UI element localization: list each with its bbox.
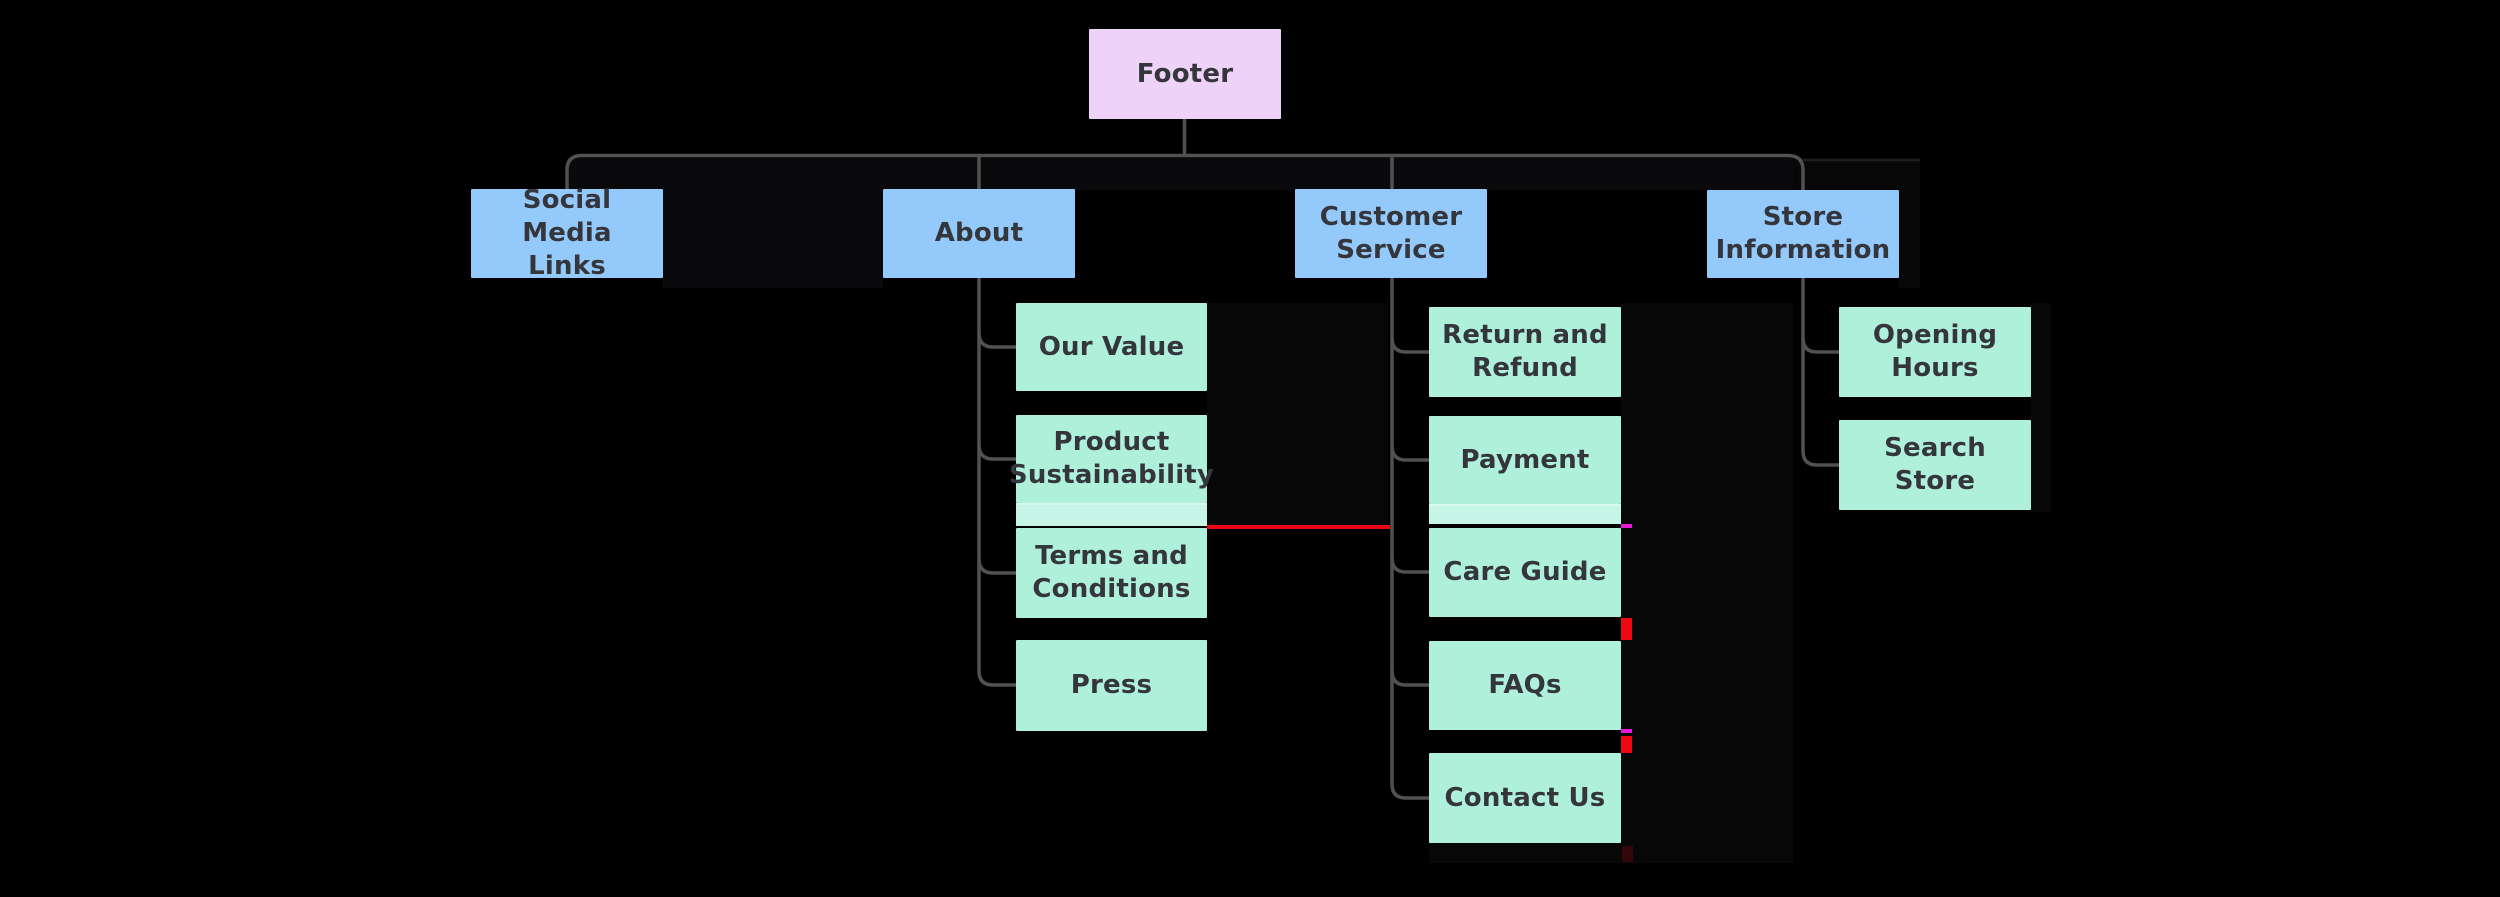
node-terms-and-conditions[interactable]: Terms and Conditions [1016,528,1207,618]
ghost-panel-trunk-band [567,158,1793,190]
node-store-information[interactable]: Store Information [1707,190,1899,278]
node-product-sustainability-substrip [1016,503,1207,526]
ghost-panel-below-contact [1429,843,1793,863]
magenta-tick-1 [1621,524,1632,528]
node-search-store[interactable]: Search Store [1839,420,2031,510]
ghost-panel-store-node-right [1898,190,1920,288]
node-product-sustainability[interactable]: Product Sustainability [1009,415,1214,503]
dim-red-bar [1622,846,1633,862]
node-opening-hours[interactable]: Opening Hours [1839,307,2031,397]
node-label: Customer Service [1319,201,1463,265]
node-footer[interactable]: Footer [1089,29,1281,119]
red-line-annotation [1207,525,1390,529]
node-label: Opening Hours [1872,320,1998,383]
red-bar-1 [1621,618,1632,640]
node-label: Press [1070,670,1153,700]
node-customer-service[interactable]: Customer Service [1295,189,1487,278]
ghost-panel-store-leaves-right [2031,303,2051,512]
node-about[interactable]: About [883,189,1075,278]
node-label: Social Media Links [522,185,612,281]
ghost-panel-about-leaves-right [1207,303,1388,525]
ghost-panel-row [663,190,883,288]
ghost-panel-service-leaves-right [1621,303,1793,843]
node-care-guide[interactable]: Care Guide [1429,528,1621,617]
node-our-value[interactable]: Our Value [1016,303,1207,391]
node-label: Store Information [1715,202,1891,265]
node-label: About [934,218,1024,248]
node-label: Care Guide [1443,557,1607,587]
red-bar-2 [1621,736,1632,753]
node-contact-us[interactable]: Contact Us [1429,753,1621,843]
node-social-media-links[interactable]: Social Media Links [471,185,663,281]
node-return-and-refund[interactable]: Return and Refund [1429,307,1621,397]
node-label: Contact Us [1444,782,1606,813]
node-payment[interactable]: Payment [1429,416,1621,504]
node-label: Return and Refund [1442,320,1608,383]
ghost-panel-trunk-band-right [1793,158,1920,190]
node-press[interactable]: Press [1016,640,1207,731]
node-label: FAQs [1488,670,1562,700]
magenta-tick-2 [1621,729,1632,733]
node-faqs[interactable]: FAQs [1429,641,1621,730]
node-payment-substrip [1429,504,1621,524]
node-label: Payment [1460,444,1590,475]
node-label: Footer [1136,58,1234,89]
node-label: Search Store [1884,433,1986,496]
node-label: Product Sustainability [1008,427,1215,490]
node-label: Our Value [1038,331,1185,362]
node-label: Terms and Conditions [1032,541,1191,604]
